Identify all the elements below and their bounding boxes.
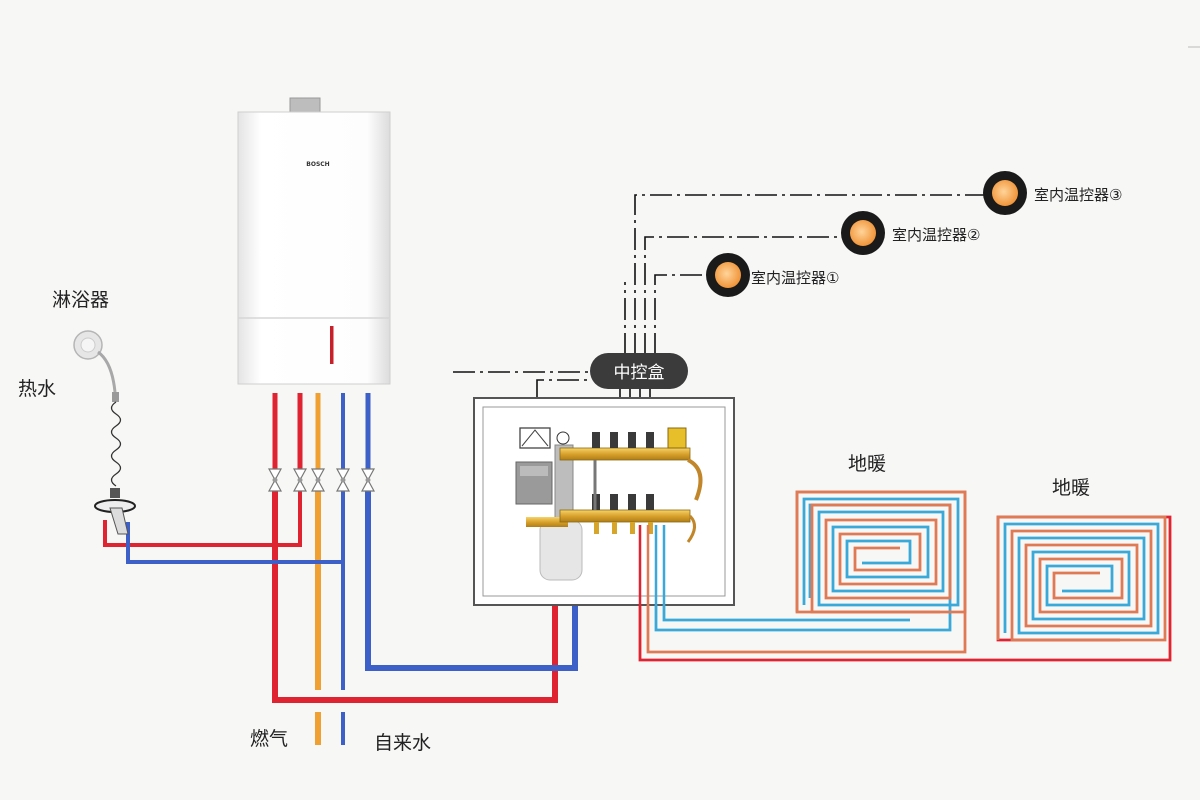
control-wires xyxy=(453,194,990,430)
thermostat-3-label: 室内温控器③ xyxy=(1034,186,1122,204)
dhw-cold-pipe xyxy=(126,522,343,564)
hot-water-label: 热水 xyxy=(18,378,56,400)
cabinet-frame xyxy=(473,397,735,606)
boiler-body xyxy=(237,111,391,385)
central-control-box: 中控盒 xyxy=(590,353,688,389)
manifold-cabinet xyxy=(473,397,735,606)
boiler-indicator xyxy=(330,326,334,364)
shower-label: 淋浴器 xyxy=(52,289,109,311)
boiler-brand: BOSCH xyxy=(306,161,329,168)
central-box-label: 中控盒 xyxy=(614,363,665,383)
boiler-connections xyxy=(272,393,371,470)
wall-boiler: BOSCH xyxy=(237,97,391,385)
dhw-hot-pipe xyxy=(103,490,302,547)
wire-thermostat-3 xyxy=(634,194,990,355)
thermostat-1: 室内温控器① xyxy=(706,253,839,297)
valves xyxy=(267,468,376,492)
supply-manifold xyxy=(559,447,691,461)
heating-return-pipe xyxy=(365,490,578,671)
gas-label: 燃气 xyxy=(250,728,288,750)
coil-1 xyxy=(795,490,967,614)
floor-heating-2-label: 地暖 xyxy=(1052,477,1090,499)
heating-supply-pipe xyxy=(272,490,558,703)
shower-hose xyxy=(110,401,122,487)
floor-heating-1-label: 地暖 xyxy=(848,453,886,475)
mixing-unit xyxy=(539,519,583,581)
tap-water-label: 自来水 xyxy=(374,732,431,754)
coil-2 xyxy=(996,515,1167,642)
thermostat-3: 室内温控器③ xyxy=(983,171,1122,215)
wire-thermostat-2 xyxy=(644,236,845,355)
return-manifold xyxy=(559,509,691,523)
thermostat-1-label: 室内温控器① xyxy=(751,269,839,287)
shower-assembly xyxy=(73,330,136,535)
thermostat-2-label: 室内温控器② xyxy=(892,226,980,244)
thermostat-2: 室内温控器② xyxy=(841,211,980,255)
pipe-network xyxy=(103,490,578,745)
wire-thermostat-1 xyxy=(654,274,705,355)
